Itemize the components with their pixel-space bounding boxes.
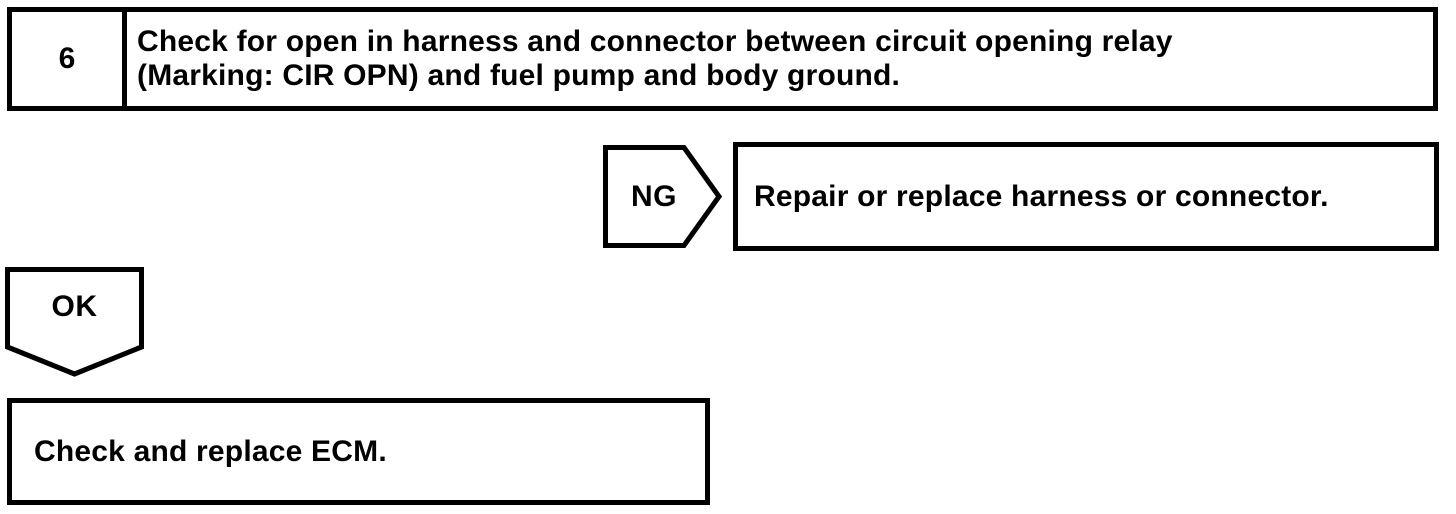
ok-label: OK xyxy=(51,290,98,323)
step-number: 6 xyxy=(12,12,127,106)
ok-connector: OK xyxy=(5,267,144,377)
step-description-line-2: (Marking: CIR OPN) and fuel pump and bod… xyxy=(137,59,901,92)
step-description-line-1: Check for open in harness and connector … xyxy=(137,25,1173,58)
ng-pentagon-icon xyxy=(603,145,722,248)
step-box: 6 Check for open in harness and connecto… xyxy=(7,7,1438,111)
ok-pentagon-icon xyxy=(5,267,144,377)
ok-action-text: Check and replace ECM. xyxy=(34,434,387,468)
ng-connector: NG xyxy=(603,145,722,248)
step-description: Check for open in harness and connector … xyxy=(127,12,1433,106)
ng-action-box: Repair or replace harness or connector. xyxy=(733,142,1439,251)
ok-action-box: Check and replace ECM. xyxy=(7,398,710,505)
ng-action-text: Repair or replace harness or connector. xyxy=(754,179,1329,213)
ng-label: NG xyxy=(631,179,677,213)
